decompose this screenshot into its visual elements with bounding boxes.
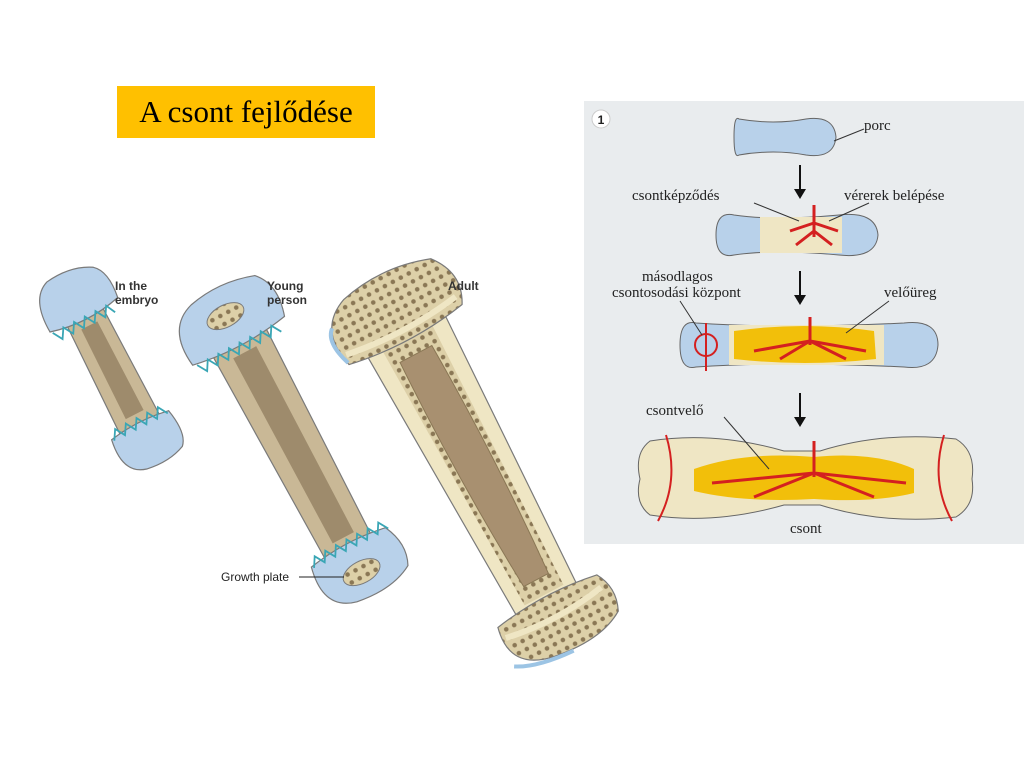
adult-bone [328,258,619,669]
label-porc: porc [864,118,891,134]
panel-number: 1 [598,113,605,127]
stage1-cartilage [733,117,837,157]
label-vererek: vérerek belépése [844,188,945,204]
label-veloureg: velőüreg [884,285,937,301]
young-bone [178,274,409,604]
label-csontkepzodes: csontképződés [632,188,720,204]
title-box: A csont fejlődése [117,86,375,138]
adult-label: Adult [448,279,479,293]
label-csont: csont [790,521,822,537]
page-title: A csont fejlődése [139,94,353,129]
growth-plate-label: Growth plate [221,570,289,584]
ossification-panel: 1 porc csontképződés vérerek belépése má… [584,101,1024,544]
embryo-bone [39,266,184,471]
label-csontvelo: csontvelő [646,403,704,419]
